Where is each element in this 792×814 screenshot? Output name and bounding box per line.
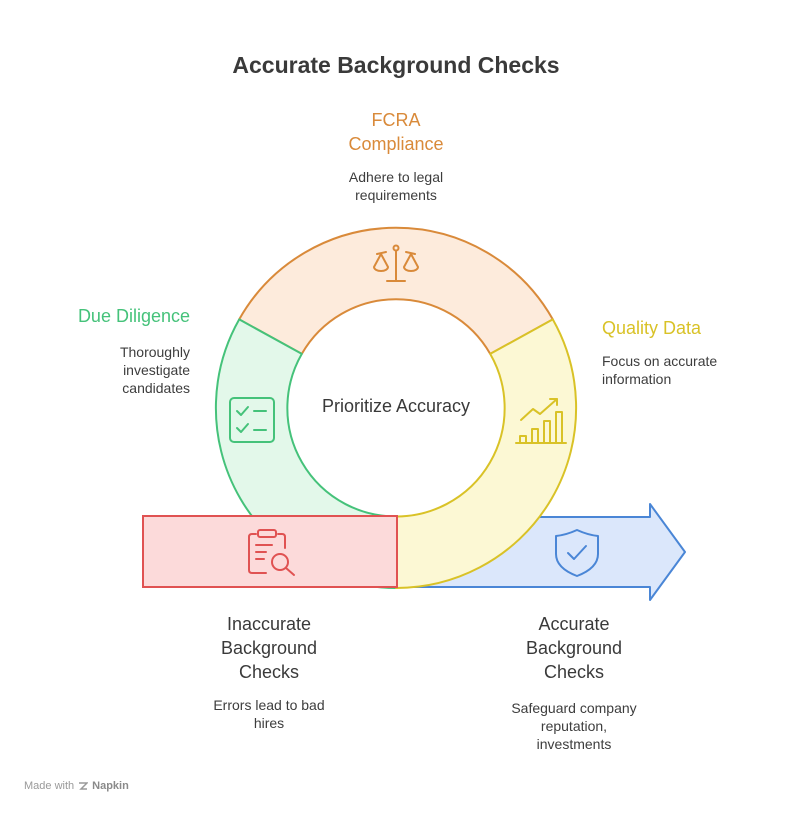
checklist-icon (229, 397, 275, 443)
shield-check-icon (555, 529, 599, 577)
footer-brand: Napkin (92, 780, 129, 792)
footer-attribution: Made with Napkin (24, 780, 129, 792)
diagram-title: Accurate Background Checks (232, 52, 560, 78)
center-label: Prioritize Accuracy (321, 396, 471, 416)
inaccurate-description: Errors lead to bad hires (213, 697, 325, 731)
scale-icon (373, 244, 419, 282)
quality-data-heading: Quality Data (602, 318, 702, 338)
ring-segment-quality-data (395, 318, 578, 589)
due-diligence-heading: Due Diligence (77, 306, 190, 326)
fcra-description: Adhere to legal requirements (348, 169, 444, 203)
accurate-heading: Accurate Background Checks (525, 614, 623, 682)
due-diligence-description: Thoroughly investigate candidates (119, 344, 190, 396)
inaccurate-box (142, 515, 398, 588)
accurate-description: Safeguard company reputation, investment… (511, 700, 637, 752)
napkin-logo-icon (79, 782, 89, 790)
fcra-heading: FCRA Compliance (348, 110, 444, 154)
document-search-icon (248, 529, 295, 576)
ring-segment-fcra (238, 226, 554, 355)
footer-prefix: Made with (24, 780, 75, 792)
quality-data-description: Focus on accurate information (602, 353, 718, 387)
bar-chart-icon (515, 398, 567, 444)
inaccurate-heading: Inaccurate Background Checks (220, 614, 318, 682)
